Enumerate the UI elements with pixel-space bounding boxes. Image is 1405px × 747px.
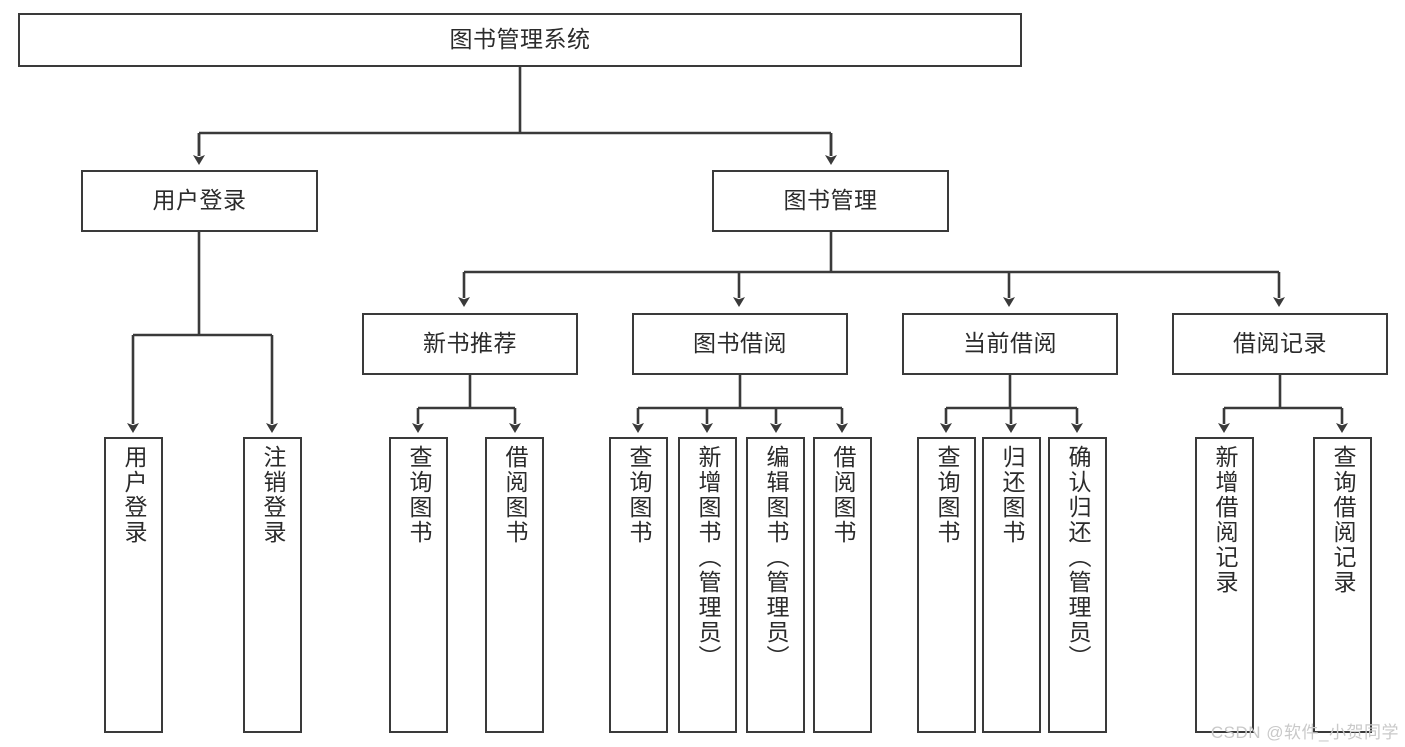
node-label: 编辑图书（管理员） bbox=[763, 445, 789, 670]
leaf-current-return-book[interactable]: 归还图书 bbox=[982, 437, 1041, 733]
node-label: 借阅图书 bbox=[502, 445, 528, 545]
leaf-user-login[interactable]: 用户登录 bbox=[104, 437, 163, 733]
node-label: 图书管理 bbox=[783, 187, 878, 214]
leaf-borrow-add-book[interactable]: 新增图书（管理员） bbox=[678, 437, 737, 733]
node-user-login[interactable]: 用户登录 bbox=[81, 170, 318, 232]
node-label: 当前借阅 bbox=[963, 330, 1057, 357]
node-book-borrow[interactable]: 图书借阅 bbox=[632, 313, 848, 375]
watermark-text: CSDN @软件_小贺同学 bbox=[1210, 723, 1399, 742]
node-current-borrow[interactable]: 当前借阅 bbox=[902, 313, 1118, 375]
node-label: 图书管理系统 bbox=[449, 26, 591, 53]
node-borrow-record[interactable]: 借阅记录 bbox=[1172, 313, 1388, 375]
node-label: 查询图书 bbox=[626, 445, 652, 545]
node-label: 新书推荐 bbox=[423, 330, 517, 357]
node-new-book-recommend[interactable]: 新书推荐 bbox=[362, 313, 578, 375]
node-label: 用户登录 bbox=[152, 187, 247, 214]
node-label: 借阅图书 bbox=[830, 445, 856, 545]
leaf-record-query[interactable]: 查询借阅记录 bbox=[1313, 437, 1372, 733]
node-label: 图书借阅 bbox=[693, 330, 787, 357]
node-label: 借阅记录 bbox=[1233, 330, 1327, 357]
node-label: 查询图书 bbox=[406, 445, 432, 545]
leaf-logout[interactable]: 注销登录 bbox=[243, 437, 302, 733]
leaf-borrow-query-book[interactable]: 查询图书 bbox=[609, 437, 668, 733]
leaf-current-confirm-return[interactable]: 确认归还（管理员） bbox=[1048, 437, 1107, 733]
node-root-system[interactable]: 图书管理系统 bbox=[18, 13, 1022, 67]
leaf-borrow-edit-book[interactable]: 编辑图书（管理员） bbox=[746, 437, 805, 733]
node-label: 新增图书（管理员） bbox=[695, 445, 721, 670]
node-label: 查询借阅记录 bbox=[1330, 445, 1356, 595]
leaf-current-query-book[interactable]: 查询图书 bbox=[917, 437, 976, 733]
node-label: 注销登录 bbox=[260, 445, 286, 545]
node-label: 用户登录 bbox=[121, 445, 147, 545]
node-book-management[interactable]: 图书管理 bbox=[712, 170, 949, 232]
node-label: 归还图书 bbox=[999, 445, 1025, 545]
node-label: 确认归还（管理员） bbox=[1065, 445, 1091, 670]
leaf-new-book-borrow[interactable]: 借阅图书 bbox=[485, 437, 544, 733]
leaf-borrow-borrow-book[interactable]: 借阅图书 bbox=[813, 437, 872, 733]
leaf-record-add[interactable]: 新增借阅记录 bbox=[1195, 437, 1254, 733]
leaf-new-book-query[interactable]: 查询图书 bbox=[389, 437, 448, 733]
node-label: 查询图书 bbox=[934, 445, 960, 545]
node-label: 新增借阅记录 bbox=[1212, 445, 1238, 595]
